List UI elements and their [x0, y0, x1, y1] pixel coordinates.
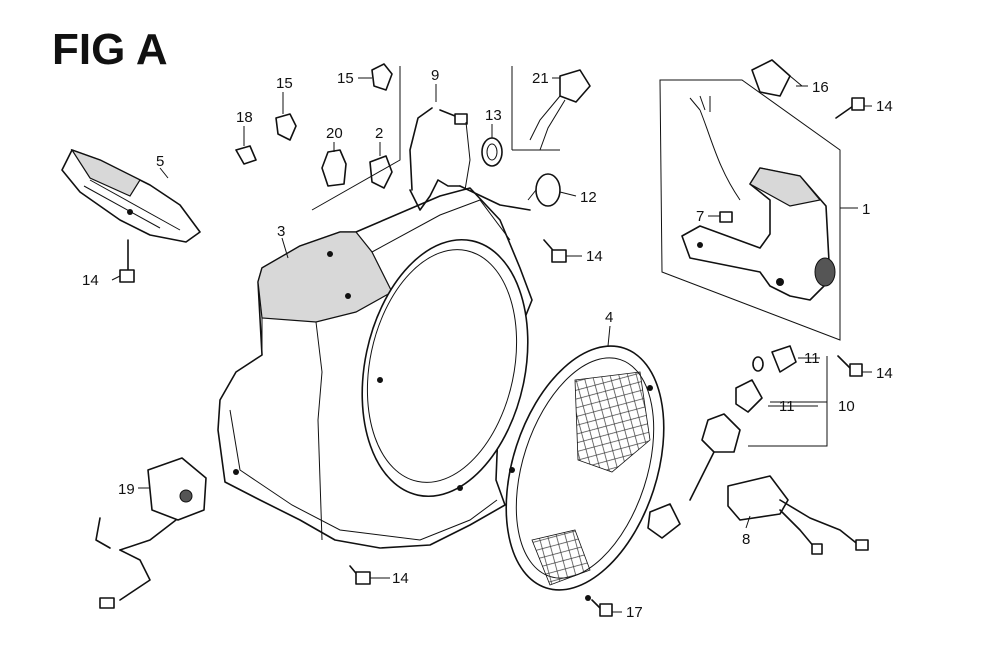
control-box-assembly — [659, 79, 841, 341]
air-guide-part — [61, 148, 201, 243]
recoil-screen-grille — [505, 345, 665, 601]
control-unit-8 — [727, 475, 869, 555]
bolt-14-right-top — [835, 97, 865, 119]
callout-12: 12 — [580, 189, 597, 206]
callout-17: 17 — [626, 604, 643, 621]
switch-12 — [527, 173, 561, 207]
callout-2: 2 — [375, 125, 383, 142]
grommet-13 — [481, 137, 503, 167]
clip-18 — [235, 145, 257, 165]
callout-11b: 11 — [779, 398, 795, 415]
callout-5: 5 — [156, 153, 164, 170]
bolt-14-right-bottom — [837, 355, 863, 377]
callout-3: 3 — [277, 223, 285, 240]
ignition-unit-19 — [95, 457, 207, 609]
switch-assembly-10 — [647, 345, 797, 539]
callout-8: 8 — [742, 531, 750, 548]
wire-harness — [409, 107, 531, 211]
callout-13: 13 — [485, 107, 502, 124]
leader-lines — [111, 66, 872, 613]
callout-21: 21 — [532, 70, 549, 87]
callout-18: 18 — [236, 109, 253, 126]
callout-19: 19 — [118, 481, 135, 498]
screw-7 — [719, 211, 733, 223]
callout-9: 9 — [431, 67, 439, 84]
callout-20: 20 — [326, 125, 343, 142]
callout-15-top: 15 — [337, 70, 354, 87]
clamp-16 — [751, 59, 803, 97]
callout-16: 16 — [812, 79, 829, 96]
bolt-14-left — [119, 239, 135, 283]
clamp-15-left — [275, 100, 297, 141]
bolt-14-bottom — [349, 565, 371, 585]
fan-cover-shroud — [217, 187, 533, 549]
callout-1: 1 — [862, 201, 870, 218]
callout-10: 10 — [838, 398, 855, 415]
figure-title: FIG A — [52, 25, 168, 74]
clip-2 — [369, 142, 393, 189]
bolt-14-mid — [543, 239, 567, 263]
callout-15-left: 15 — [276, 75, 293, 92]
callout-14-right-top: 14 — [876, 98, 893, 115]
callout-14-bottom: 14 — [392, 570, 409, 587]
plug-20 — [321, 149, 347, 187]
callout-14-right-bottom: 14 — [876, 365, 893, 382]
sensor-21 — [529, 69, 591, 151]
clamp-15-top — [371, 63, 393, 91]
callout-7: 7 — [696, 208, 704, 225]
callout-4: 4 — [605, 309, 613, 326]
callout-14-left: 14 — [82, 272, 99, 289]
callout-11a: 11 — [804, 350, 820, 367]
callout-14-mid: 14 — [586, 248, 603, 265]
bolt-17 — [591, 599, 613, 617]
